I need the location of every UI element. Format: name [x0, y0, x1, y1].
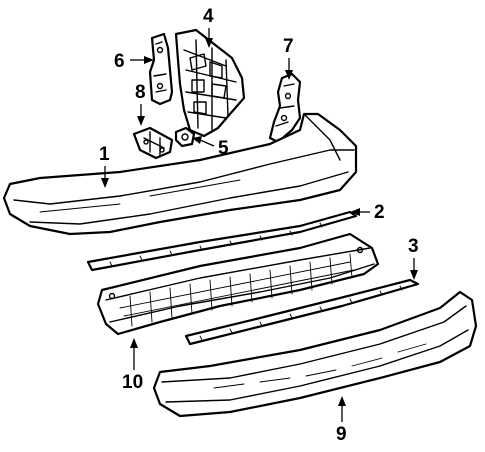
leader-lines [101, 28, 418, 422]
callout-5: 5 [218, 138, 229, 159]
part-2-upper-strip [86, 210, 358, 272]
callout-10: 10 [122, 372, 143, 393]
part-8-mount-bracket [132, 126, 174, 160]
callout-9: 9 [336, 424, 347, 445]
part-6-side-bracket [148, 32, 174, 106]
callout-4: 4 [203, 6, 214, 27]
callout-2: 2 [374, 202, 385, 223]
callout-labels: 1 2 3 4 5 6 7 8 9 10 [99, 6, 419, 445]
callout-1: 1 [99, 144, 110, 165]
part-10-reinforcement [96, 232, 380, 336]
part-4-absorber-bracket [174, 28, 246, 138]
part-1-bumper-cover [2, 112, 358, 236]
callout-8: 8 [135, 82, 146, 103]
part-3-lower-strip [184, 278, 420, 346]
part-9-lower-cover [152, 290, 478, 418]
callout-7: 7 [283, 36, 294, 57]
callout-6: 6 [114, 51, 125, 72]
callout-3: 3 [408, 236, 419, 257]
part-5-fastener [174, 126, 196, 148]
